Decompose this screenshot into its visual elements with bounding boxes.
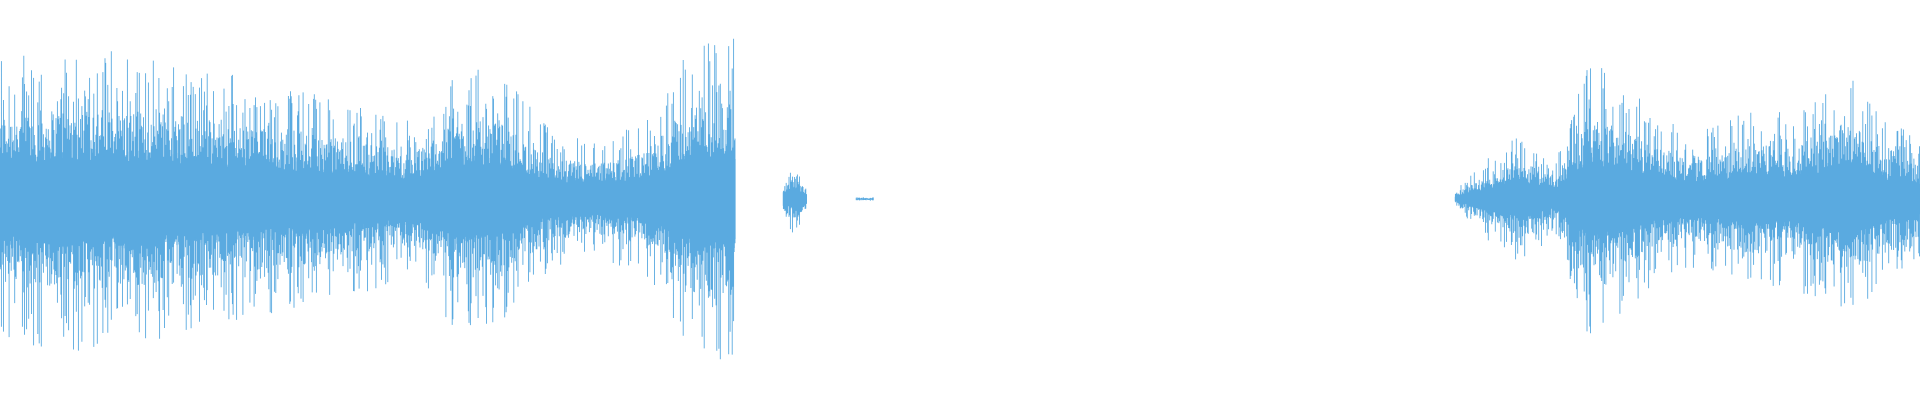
waveform-core xyxy=(1454,152,1920,246)
waveform-core xyxy=(855,198,874,200)
waveform-clip-1[interactable] xyxy=(0,38,736,360)
waveform-core xyxy=(0,144,736,254)
waveform-clip-2[interactable] xyxy=(782,172,807,233)
waveform-clip-3[interactable] xyxy=(855,197,874,201)
waveform-clip-4[interactable] xyxy=(1454,68,1920,334)
waveform-group xyxy=(0,38,1920,360)
waveform-core xyxy=(782,186,807,212)
